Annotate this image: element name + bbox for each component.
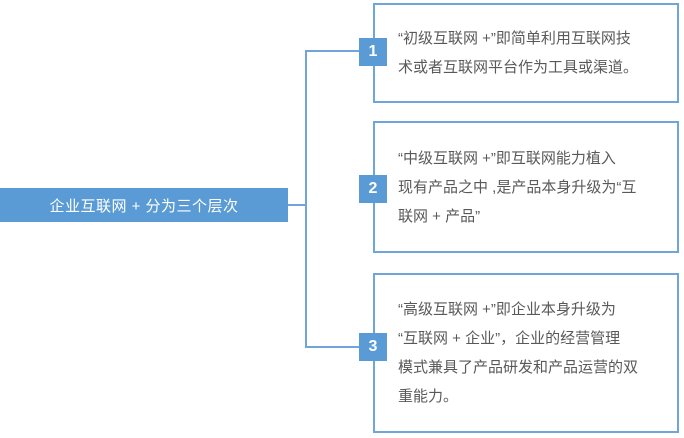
branch-number-badge-1: 1 <box>359 38 387 66</box>
connector-branch-1 <box>305 50 359 52</box>
leaf-box-1: “初级互联网 +”即简单利用互联网技 术或者互联网平台作为工具或渠道。 <box>373 3 679 103</box>
leaf-2-line-3: 联网 + 产品” <box>398 207 481 225</box>
leaf-2-line-2: 现有产品之中 ,是产品本身升级为“互 <box>398 178 637 196</box>
badge-1-number: 1 <box>368 43 378 60</box>
badge-3-number: 3 <box>368 338 378 355</box>
root-node-label: 企业互联网 + 分为三个层次 <box>49 197 239 215</box>
leaf-2-line-1: “中级互联网 +”即互联网能力植入 <box>398 149 616 167</box>
branch-number-badge-3: 3 <box>359 333 387 361</box>
leaf-3-line-4: 重能力。 <box>398 388 459 405</box>
branch-number-badge-2: 2 <box>359 175 387 203</box>
connector-root-stub <box>288 204 307 206</box>
connector-trunk <box>305 50 307 348</box>
leaf-box-3: “高级互联网 +”即企业本身升级为 “互联网 + 企业”，企业的经营管理 模式兼… <box>373 273 679 433</box>
connector-branch-3 <box>305 346 359 348</box>
leaf-3-line-3: 模式兼具了产品研发和产品运营的双 <box>398 359 639 376</box>
leaf-3-line-2: “互联网 + 企业”，企业的经营管理 <box>398 330 621 347</box>
leaf-1-line-2: 术或者互联网平台作为工具或渠道。 <box>398 59 639 76</box>
leaf-box-2: “中级互联网 +”即互联网能力植入 现有产品之中 ,是产品本身升级为“互 联网 … <box>373 121 679 253</box>
badge-2-number: 2 <box>368 180 378 197</box>
root-node: 企业互联网 + 分为三个层次 <box>0 188 288 222</box>
leaf-1-line-1: “初级互联网 +”即简单利用互联网技 <box>398 30 631 47</box>
leaf-3-line-1: “高级互联网 +”即企业本身升级为 <box>398 301 616 318</box>
